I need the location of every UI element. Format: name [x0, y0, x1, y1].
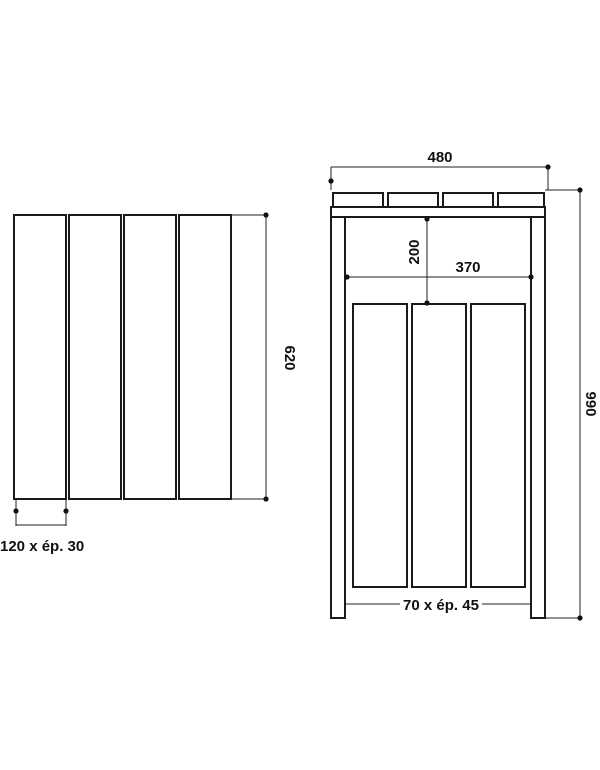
side-inner-plank-2: [411, 303, 467, 588]
side-width-label: 480: [427, 149, 452, 166]
side-width-dimension: 480: [328, 149, 551, 190]
front-plank-4: [178, 214, 232, 500]
side-view: 480 990 200 370 70 x: [328, 149, 599, 621]
side-top-slat-2: [387, 192, 439, 208]
side-depth-dimension: 200: [406, 216, 430, 306]
side-depth-label: 200: [406, 239, 423, 264]
side-top-slat-3: [442, 192, 494, 208]
front-plank-width-dimension: 120 x ép. 30: [0, 499, 84, 555]
front-view: 620 120 x ép. 30: [0, 212, 298, 555]
side-post-section-label: 70 x ép. 45: [403, 597, 479, 614]
side-inner-plank-1: [352, 303, 408, 588]
side-post-left: [330, 215, 346, 619]
side-height-label: 990: [582, 391, 599, 416]
side-inner-plank-3: [470, 303, 526, 588]
side-post-section-dimension: 70 x ép. 45: [345, 597, 531, 614]
side-inner-width-dimension: 370: [344, 259, 534, 280]
front-plank-2: [68, 214, 122, 500]
front-plank-3: [123, 214, 177, 500]
side-crossbar: [330, 206, 546, 218]
front-height-label: 620: [281, 345, 298, 370]
front-plank-section-label: 120 x ép. 30: [0, 538, 84, 555]
side-inner-width-label: 370: [455, 259, 480, 276]
side-height-dimension: 990: [545, 187, 599, 621]
side-top-slat-4: [497, 192, 545, 208]
front-plank-1: [13, 214, 67, 500]
side-top-slat-1: [332, 192, 384, 208]
front-height-dimension: 620: [231, 212, 298, 502]
